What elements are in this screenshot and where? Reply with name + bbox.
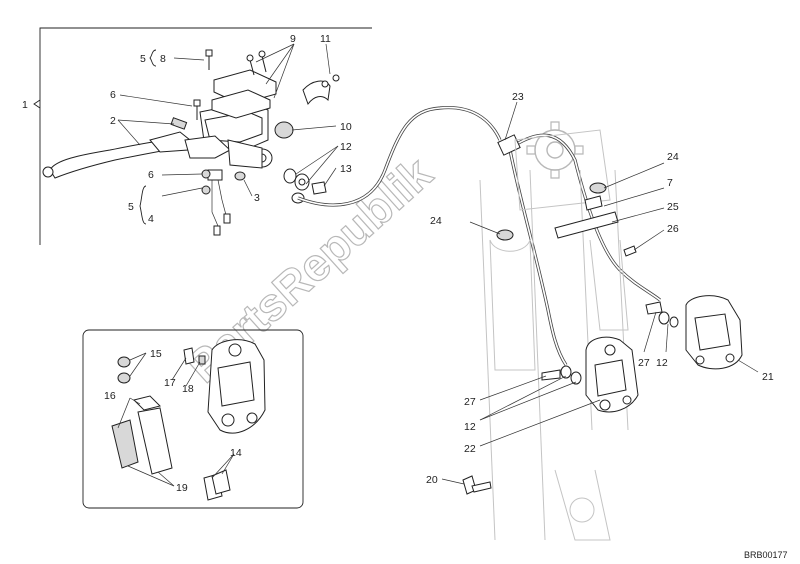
callout-15: 15 [150, 348, 162, 360]
callout-17: 17 [164, 377, 176, 389]
reservoir-plug [274, 121, 294, 139]
switch-screw-6 [201, 169, 211, 179]
callout-18: 18 [182, 383, 194, 395]
callout-24b: 24 [430, 215, 442, 227]
callout-20: 20 [426, 474, 438, 486]
callout-5b: 5 [128, 201, 134, 213]
bolt-20 [462, 475, 492, 495]
callout-23: 23 [512, 91, 524, 103]
reservoir-cover [211, 69, 277, 119]
callout-12a: 12 [340, 141, 352, 153]
watermark-gear-icon [526, 121, 584, 179]
callout-3: 3 [254, 192, 260, 204]
banjo-bolt-right [645, 301, 679, 328]
callout-labels: 2 3 4 5 5 6 6 7 8 9 10 11 12 12 12 13 14… [104, 33, 774, 494]
screw-6-top [193, 99, 201, 120]
bleed-screw-17 [183, 347, 195, 365]
brace-5-bottom [139, 185, 147, 225]
callout-22: 22 [464, 443, 476, 455]
brake-lever [42, 131, 191, 179]
callout-1: 1 [22, 99, 28, 111]
callout-21: 21 [762, 371, 774, 383]
callout-9: 9 [290, 33, 296, 45]
fork-cap-left [496, 229, 514, 241]
hose-splitter [497, 134, 521, 156]
callout-8: 8 [160, 53, 166, 65]
callout-6a: 6 [110, 89, 116, 101]
callout-5a: 5 [140, 53, 146, 65]
banjo-fitting-top [283, 168, 327, 204]
brake-hose-right [514, 133, 661, 302]
caliper-right [685, 295, 743, 370]
fork-cap-right [589, 182, 607, 194]
callout-6b: 6 [148, 169, 154, 181]
callout-25: 25 [667, 201, 679, 213]
callout-27a: 27 [638, 357, 650, 369]
brake-switch [207, 169, 231, 236]
callout-24a: 24 [667, 151, 679, 163]
inset-caliper-kit [82, 329, 304, 509]
brake-pad-right [137, 407, 173, 475]
bleed-cap-18 [198, 355, 206, 365]
brake-hose-front [297, 105, 502, 207]
inset-caliper [207, 339, 266, 434]
nut-15 [117, 356, 131, 384]
callout-19: 19 [176, 482, 188, 494]
callout-12c: 12 [464, 421, 476, 433]
drawing-code: BRB00177 [744, 550, 788, 560]
callout-14: 14 [230, 447, 242, 459]
callout-11: 11 [320, 33, 331, 45]
brake-pad-left [111, 419, 139, 469]
banjo-bolt-left [541, 365, 582, 385]
brace-5-top [149, 49, 157, 67]
pad-pins-14 [203, 469, 231, 501]
switch-screw-4 [201, 185, 211, 195]
hose-guide [554, 195, 619, 239]
callout-13: 13 [340, 163, 352, 175]
callout-10: 10 [340, 121, 352, 133]
master-cylinder [184, 101, 273, 169]
callout-12b: 12 [656, 357, 668, 369]
callout-16: 16 [104, 390, 116, 402]
callout-4: 4 [148, 213, 154, 225]
lever-spring [170, 117, 188, 130]
mounting-clamp [302, 74, 340, 106]
callout-26: 26 [667, 223, 679, 235]
callout-7: 7 [667, 177, 673, 189]
callout-27b: 27 [464, 396, 476, 408]
group-bracket-1: 1 [22, 27, 372, 245]
caliper-left [585, 336, 639, 413]
screw-8 [205, 49, 213, 70]
plug-3 [234, 171, 246, 181]
screw-26 [623, 245, 637, 257]
callout-2: 2 [110, 115, 116, 127]
leader-lines [117, 43, 759, 487]
pad-spring-16 [133, 395, 161, 411]
